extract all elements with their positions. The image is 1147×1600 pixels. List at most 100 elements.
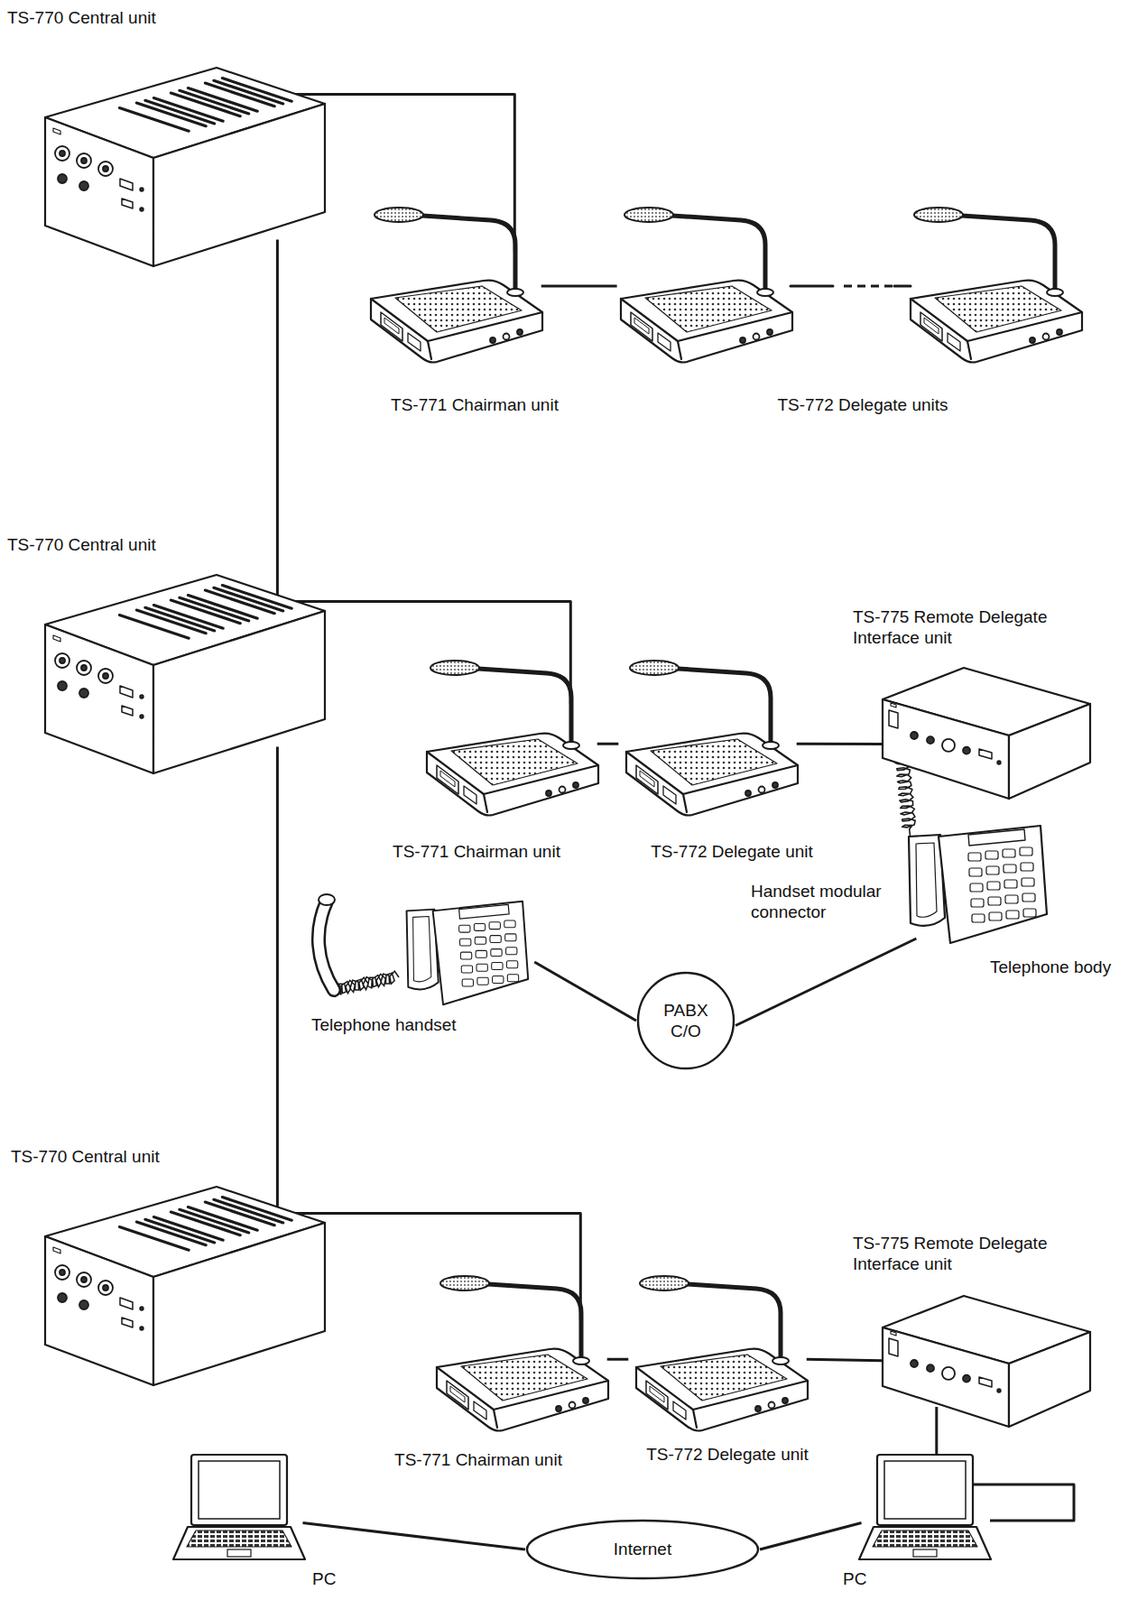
delegate-unit [620, 207, 793, 363]
control-knob [910, 1359, 918, 1368]
device-label: TS-771 Chairman unit [360, 1449, 596, 1471]
unit-front-panel [882, 699, 1009, 799]
control-knob [926, 1364, 935, 1372]
jack-socket [755, 1406, 761, 1412]
jack-socket [79, 181, 89, 191]
unit-base [370, 280, 543, 363]
label-slot: Internet [525, 1518, 760, 1581]
knob-cap [81, 665, 87, 671]
base-edge [677, 341, 682, 360]
delegate-unit [910, 207, 1083, 363]
phone-key [475, 950, 487, 958]
label-slot: TS-775 Remote Delegate Interface unit [852, 1232, 1083, 1275]
label-slot: TS-771 Chairman unit [360, 1449, 596, 1471]
modular-jack [888, 1338, 898, 1357]
internet-ellipse [527, 1520, 759, 1579]
jack-socket [1056, 329, 1063, 335]
mic-collar [507, 288, 524, 296]
device-label: TS-770 Central unit [10, 1146, 246, 1167]
unit-base [436, 1349, 609, 1432]
jack-socket [767, 329, 773, 335]
jack-socket [772, 782, 778, 788]
phone-key [1020, 862, 1034, 871]
modular-jack [888, 710, 898, 729]
control-knob [55, 1265, 70, 1280]
vent-slot [187, 1207, 258, 1231]
switch [121, 705, 133, 716]
brand-plate [53, 635, 61, 642]
device-label: Telephone handset [311, 1014, 510, 1036]
button-face [639, 770, 655, 787]
device-illustration [413, 656, 603, 815]
vent-slot [222, 78, 292, 102]
device-label: TS-772 Delegate units [727, 394, 999, 416]
device-label: Telephone body [989, 956, 1144, 978]
vent-slot [222, 585, 292, 610]
priority-button [463, 786, 477, 805]
device-delegates: TS-772 Delegate units [607, 203, 1087, 362]
link-cable-dashed [843, 285, 895, 288]
control-knob [910, 731, 918, 740]
jack-socket [582, 1397, 589, 1404]
illustration-group [436, 1276, 609, 1432]
illustration-group [882, 667, 1091, 799]
device-illustration [636, 971, 736, 1071]
indicator-led [139, 1326, 144, 1331]
control-knob [76, 660, 92, 676]
priority-button [663, 786, 676, 805]
device-label: TS-770 Central unit [7, 7, 242, 28]
device-mic: TS-771 Chairman unit [423, 1272, 613, 1431]
label-slot: PC [312, 1568, 367, 1590]
telephone-body [938, 825, 1047, 944]
vent-slot [119, 1227, 189, 1251]
mic-head [440, 1276, 490, 1291]
phone-key [490, 935, 501, 944]
button-face [634, 317, 649, 334]
cable [735, 938, 916, 1027]
brand-plate [890, 1331, 897, 1336]
device-illustration [897, 816, 1052, 953]
telephone-body [433, 901, 529, 1005]
vent-slot [187, 595, 258, 620]
jack-socket [555, 1406, 562, 1412]
laptop-lid [877, 1454, 973, 1526]
device-handset: Telephone handset [306, 888, 542, 1011]
base-edge [427, 341, 432, 360]
switch [120, 178, 133, 191]
node-label: Internet [613, 1538, 672, 1560]
switch [979, 1377, 992, 1388]
device-illustration [40, 570, 330, 778]
volume-knob [753, 333, 760, 341]
talk-button [436, 765, 459, 795]
device-illustration [423, 1272, 613, 1431]
coiled-cord [332, 971, 399, 996]
brand-plate [53, 128, 61, 135]
handset-grip [318, 901, 334, 990]
label-slot: TS-770 Central unit [7, 7, 242, 28]
phone-key [987, 881, 1000, 890]
mic-head [430, 660, 480, 676]
jack-socket [57, 681, 67, 691]
mic-collar [757, 288, 774, 296]
device-label: TS-772 Delegate unit [614, 841, 850, 862]
speaker-grille [645, 286, 772, 333]
unit-base [620, 280, 793, 363]
jack-socket [782, 1397, 788, 1404]
phone-key [489, 922, 500, 930]
illustration-group [45, 574, 325, 774]
earpiece [318, 894, 335, 906]
gooseneck [488, 1284, 582, 1361]
cable [796, 742, 883, 746]
illustration-group [908, 825, 1047, 944]
unit-side-face [1008, 703, 1091, 799]
vent-slot [153, 1217, 223, 1241]
gooseneck [687, 1284, 781, 1361]
laptop-base [173, 1526, 306, 1560]
speaker-grille [395, 286, 522, 333]
control-knob [962, 747, 971, 755]
jack-socket [745, 790, 751, 796]
cable [597, 742, 620, 746]
knob-cap [102, 673, 109, 679]
mic-head [629, 660, 679, 676]
priority-button [947, 333, 961, 352]
